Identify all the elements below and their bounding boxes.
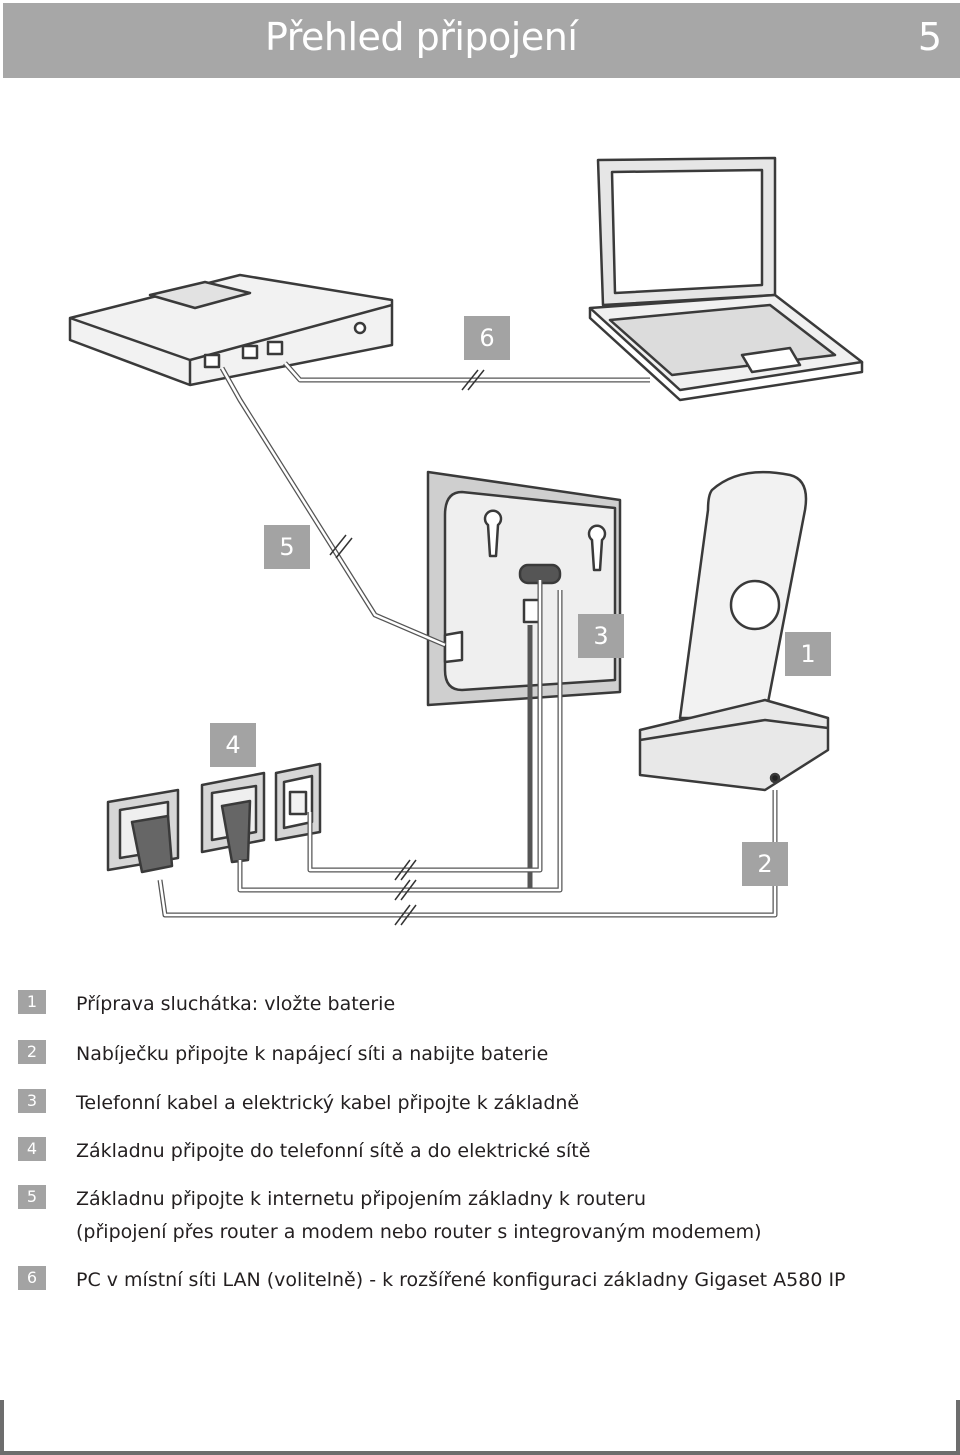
laptop-illustration: [588, 156, 864, 402]
step-6: 6 PC v místní síti LAN (volitelně) - k r…: [18, 1266, 948, 1316]
page-header: Přehled připojení 5: [3, 3, 960, 78]
step-number: 4: [18, 1137, 46, 1161]
page-frame-left: [0, 1400, 4, 1455]
step-number: 5: [18, 1185, 46, 1209]
page-frame-right: [956, 1400, 960, 1455]
step-number: 1: [18, 990, 46, 1014]
callout-6: 6: [464, 316, 510, 360]
router-illustration: [68, 273, 394, 387]
step-text: Příprava sluchátka: vložte baterie: [76, 993, 396, 1015]
callout-1: 1: [785, 632, 831, 676]
step-2: 2 Nabíječku připojte k napájecí síti a n…: [18, 1040, 948, 1090]
page-number: 5: [917, 15, 942, 59]
step-3: 3 Telefonní kabel a elektrický kabel při…: [18, 1089, 948, 1139]
page-title: Přehled připojení: [265, 15, 578, 59]
step-text: Telefonní kabel a elektrický kabel připo…: [76, 1092, 580, 1114]
step-text-line-2: (připojení přes router a modem nebo rout…: [76, 1221, 762, 1243]
step-number: 2: [18, 1040, 46, 1064]
step-1: 1 Příprava sluchátka: vložte baterie: [18, 990, 948, 1040]
callout-4: 4: [210, 723, 256, 767]
step-text: Základnu připojte do telefonní sítě a do…: [76, 1140, 591, 1162]
connection-diagram: [68, 156, 864, 926]
callout-5: 5: [264, 525, 310, 569]
wall-sockets-illustration: [106, 762, 322, 874]
callout-3: 3: [578, 614, 624, 658]
step-text: PC v místní síti LAN (volitelně) - k roz…: [76, 1269, 846, 1291]
step-4: 4 Základnu připojte do telefonní sítě a …: [18, 1137, 948, 1187]
handset-illustration: [638, 470, 830, 792]
step-number: 6: [18, 1266, 46, 1290]
step-text: Nabíječku připojte k napájecí síti a nab…: [76, 1043, 549, 1065]
base-station-illustration: [426, 470, 622, 707]
step-number: 3: [18, 1089, 46, 1113]
step-text-line-1: Základnu připojte k internetu připojením…: [76, 1188, 646, 1210]
step-5: 5 Základnu připojte k internetu připojen…: [18, 1185, 948, 1257]
callout-2: 2: [742, 842, 788, 886]
page-frame-bottom: [0, 1451, 960, 1455]
